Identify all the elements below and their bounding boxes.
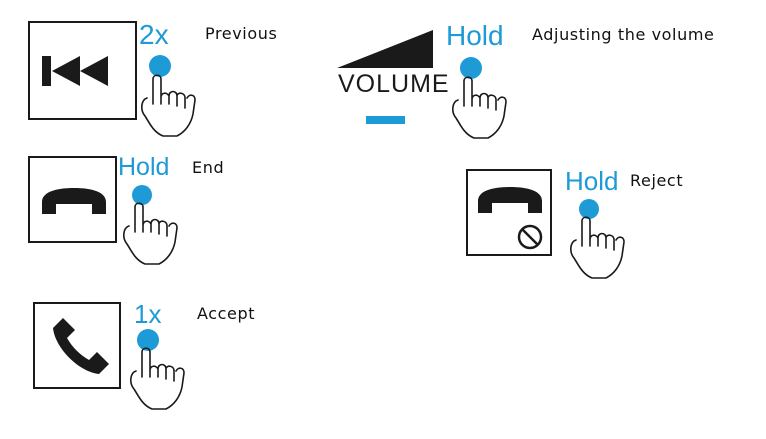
phone-handset-icon [53, 318, 109, 374]
finger-tap-icon [569, 199, 625, 279]
volume-minus-bar [366, 116, 405, 124]
accept-press-count: 1x [134, 299, 162, 329]
hang-up-icon [42, 188, 106, 214]
reject-call-icon-box [466, 169, 552, 256]
previous-press-count: 2x [139, 19, 169, 50]
volume-label: Adjusting the volume [532, 25, 715, 44]
reject-press-count: Hold [565, 166, 619, 196]
accept-call-icon-box [33, 302, 121, 389]
reject-label: Reject [630, 171, 684, 190]
hang-up-prohibited-icon [478, 187, 543, 250]
volume-text: VOLUME [338, 70, 450, 98]
volume-press-count: Hold [446, 20, 504, 51]
skip-back-icon [42, 56, 108, 86]
finger-tap-icon [129, 329, 185, 410]
previous-label: Previous [205, 24, 278, 43]
previous-button-icon-box [28, 21, 137, 120]
end-label: End [192, 158, 225, 177]
volume-ramp-icon [337, 30, 433, 68]
finger-tap-icon [140, 55, 196, 137]
finger-tap-icon [122, 185, 178, 265]
end-press-count: Hold [118, 153, 170, 181]
end-call-icon-box [28, 156, 117, 243]
accept-label: Accept [197, 304, 256, 323]
finger-tap-icon [451, 57, 507, 139]
